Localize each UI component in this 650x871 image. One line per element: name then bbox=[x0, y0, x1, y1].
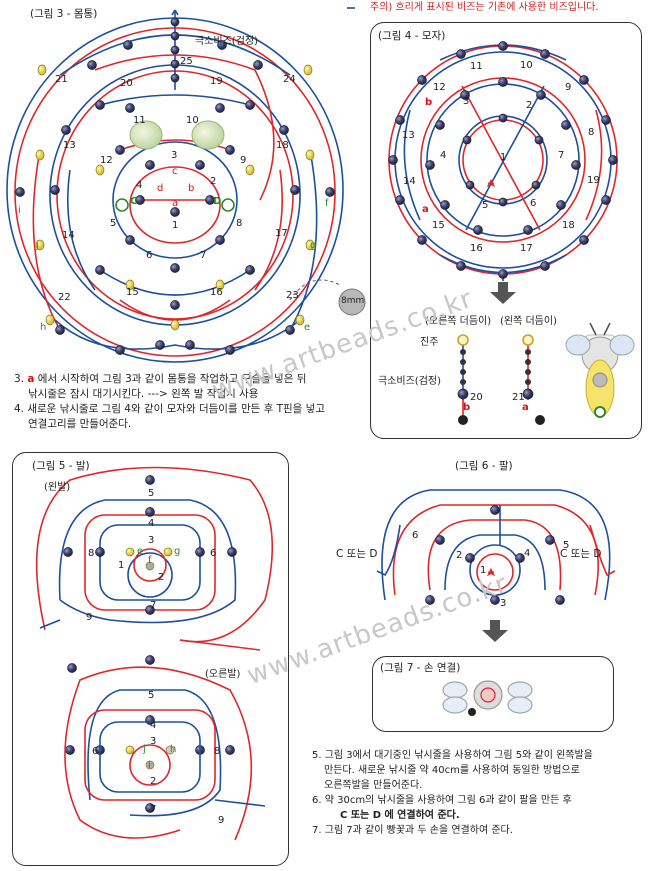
fig3-body-diagram bbox=[6, 7, 366, 363]
fig7-frame bbox=[372, 656, 614, 732]
antenna-right-label: (왼쪽 더듬이) bbox=[500, 316, 557, 327]
fig5-right-label: (오른발) bbox=[205, 669, 241, 680]
header-note: 주의) 흐리게 표시된 비즈는 기존에 사용한 비즈입니다. bbox=[370, 2, 599, 13]
antenna-left-label: (오른쪽 더듬이) bbox=[425, 316, 492, 327]
notes-section-b: 5. 그림 3에서 대기중인 낚시줄을 사용하여 그림 5와 같이 왼쪽발을 만… bbox=[312, 750, 593, 836]
antenna-end-a: a bbox=[522, 402, 529, 413]
fig3-bead-label: 극소비즈(검정) bbox=[195, 36, 259, 47]
fig3-beads bbox=[15, 17, 335, 355]
fig4-beads bbox=[388, 41, 618, 279]
fig7-title: (그림 7 - 손 연결) bbox=[380, 662, 461, 674]
fig6-title: (그림 6 - 팔) bbox=[455, 460, 513, 472]
antenna-seed-label: 극소비즈(검정) bbox=[378, 376, 442, 387]
notes-section-a: 3. a 에서 시작하여 그림 3과 같이 몸통을 작업하고 구슬을 넣은 뒤 … bbox=[14, 373, 325, 430]
fig7-hand-diagram bbox=[442, 680, 533, 716]
fig6-left-connect: C 또는 D bbox=[336, 548, 378, 560]
antenna-end-b: b bbox=[463, 402, 471, 413]
fig6-arm-diagram bbox=[376, 489, 616, 642]
antenna-num-21: 21 bbox=[512, 392, 525, 403]
antenna-pearl-label: 진주 bbox=[420, 337, 439, 348]
fig3-title: (그림 3 - 몸통) bbox=[30, 8, 98, 20]
fig3-size-badge: 8mm bbox=[341, 296, 365, 306]
fig5-title: (그림 5 - 발) bbox=[32, 460, 90, 472]
fig5-frame bbox=[12, 452, 289, 866]
antenna-num-20: 20 bbox=[470, 392, 483, 403]
fig4-title: (그림 4 - 모자) bbox=[378, 30, 446, 42]
fig4-hat-diagram bbox=[388, 41, 618, 304]
fig5-feet-diagram bbox=[35, 466, 274, 841]
fig6-right-connect: C 또는 D bbox=[560, 548, 602, 560]
fig3-gold-beads bbox=[35, 64, 315, 331]
fig4-frame bbox=[370, 22, 642, 439]
fig5-left-label: (왼발) bbox=[44, 482, 71, 493]
antenna-diagram bbox=[457, 322, 635, 425]
